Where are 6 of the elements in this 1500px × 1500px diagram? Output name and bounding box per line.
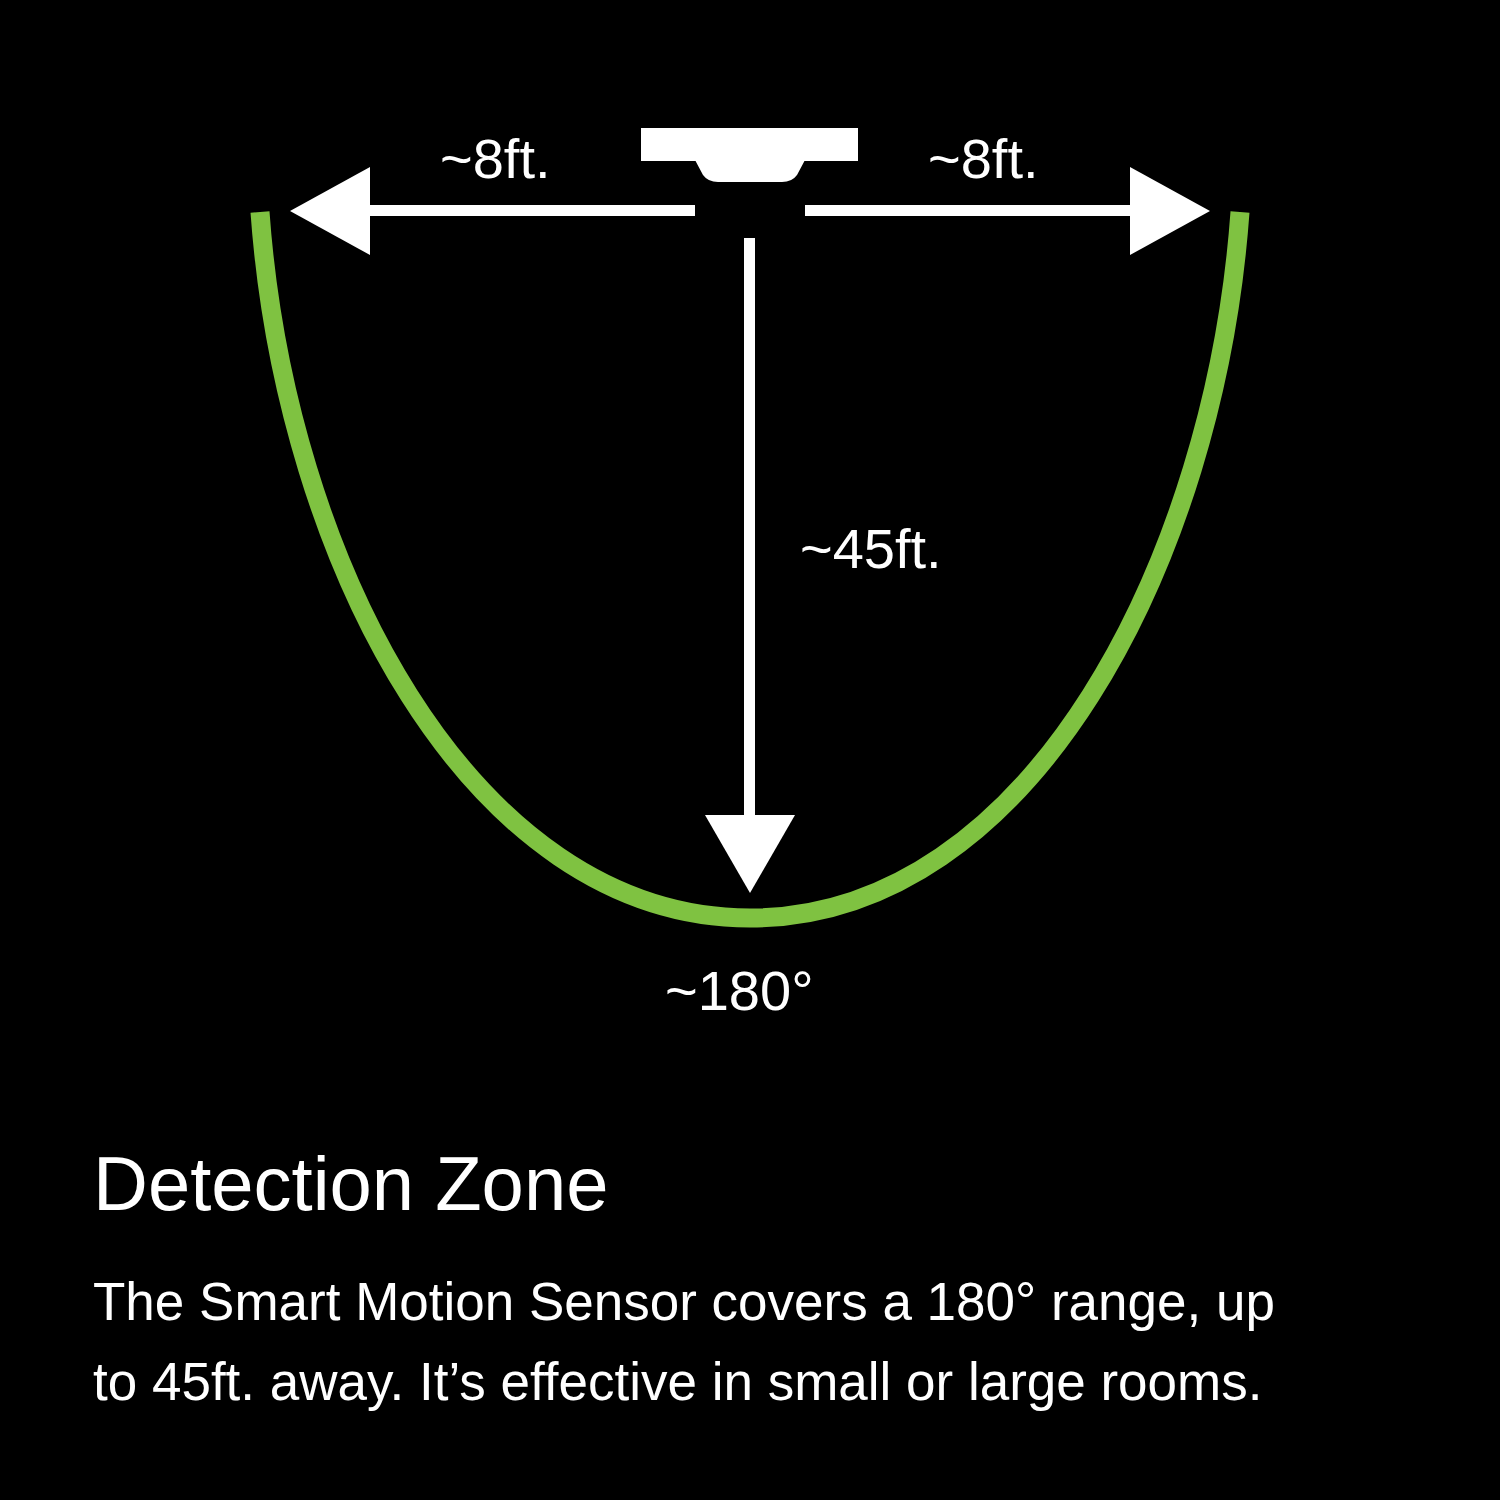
dimension-label: ~45ft.	[800, 518, 942, 580]
caption: The Smart Motion Sensor covers a 180° range, up to 45ft. away. It’s effective in small or large rooms.	[93, 1271, 1276, 1413]
angle-label: ~180°	[665, 960, 814, 1022]
dimension-label: ~8ft.	[928, 128, 1039, 190]
dimension-label: ~8ft.	[440, 128, 551, 190]
title: Detection Zone	[93, 1142, 609, 1226]
